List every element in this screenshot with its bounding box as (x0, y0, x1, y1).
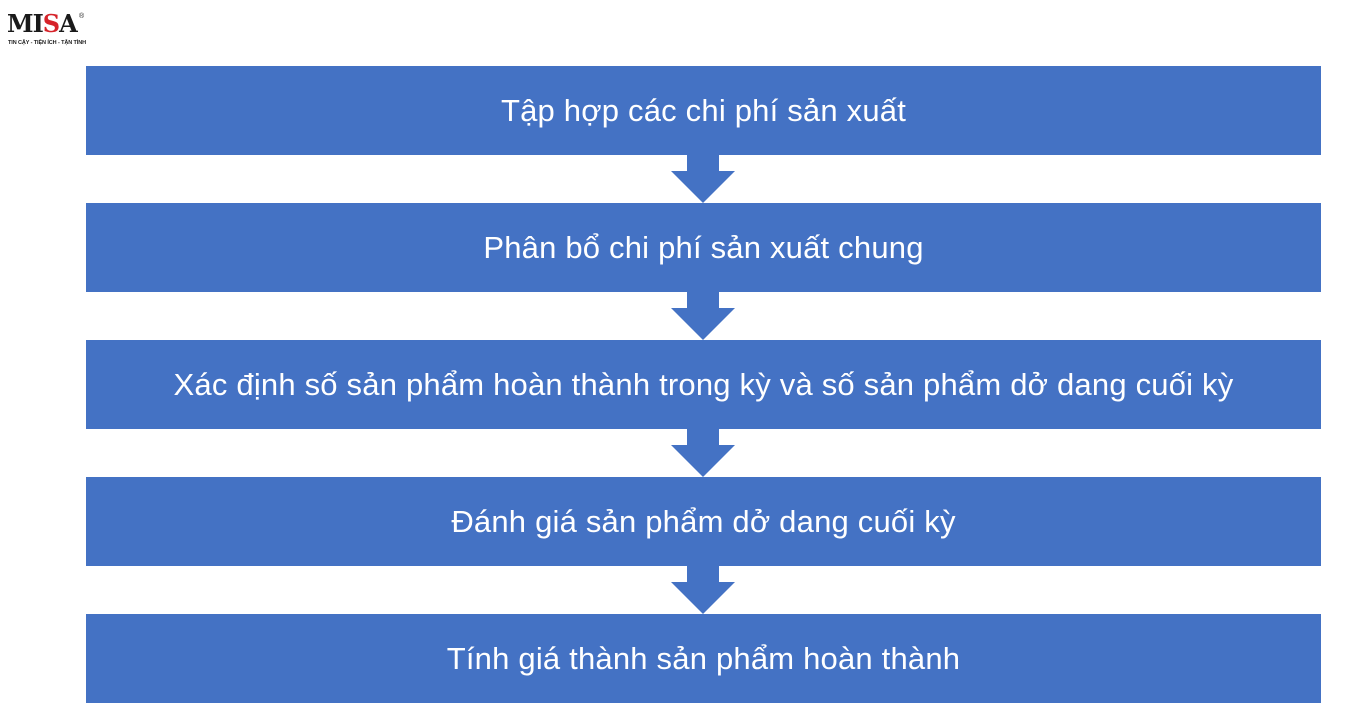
logo-tagline: TIN CẬY - TIỆN ÍCH - TẬN TÌNH (8, 40, 86, 46)
arrow-down-icon (86, 429, 1321, 477)
process-flowchart: Tập hợp các chi phí sản xuất Phân bổ chi… (86, 66, 1321, 703)
arrow-down-icon (86, 292, 1321, 340)
arrow-down-icon (86, 155, 1321, 203)
step-1-box: Tập hợp các chi phí sản xuất (86, 66, 1321, 155)
arrow-down-icon (86, 566, 1321, 614)
step-3-box: Xác định số sản phẩm hoàn thành trong kỳ… (86, 340, 1321, 429)
misa-logo: MISA ® TIN CẬY - TIỆN ÍCH - TẬN TÌNH (7, 10, 87, 52)
registered-mark: ® (79, 13, 85, 20)
step-4-box: Đánh giá sản phẩm dở dang cuối kỳ (86, 477, 1321, 566)
logo-wordmark: MISA (7, 9, 78, 38)
step-5-box: Tính giá thành sản phẩm hoàn thành (86, 614, 1321, 703)
step-2-box: Phân bổ chi phí sản xuất chung (86, 203, 1321, 292)
